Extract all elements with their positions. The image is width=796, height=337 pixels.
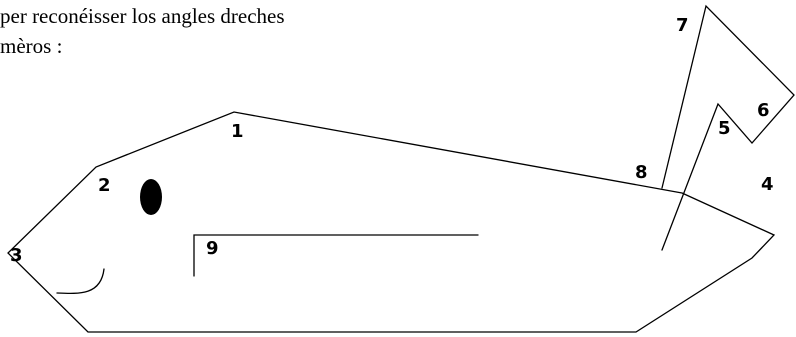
angle-label-8: 8 [635, 162, 648, 183]
instruction-line-1: per reconéisser los angles dreches [0, 4, 285, 28]
angle-label-3: 3 [10, 245, 23, 266]
body-outline [7, 111, 776, 333]
angle-label-9: 9 [206, 238, 219, 259]
angle-label-6: 6 [757, 100, 770, 121]
angle-label-1: 1 [231, 121, 244, 142]
angle-label-7: 7 [676, 15, 689, 36]
angle-label-2: 2 [98, 175, 111, 196]
mouth-curve [56, 268, 105, 295]
instruction-line-2: mèros : [0, 34, 63, 58]
tail-triangle [661, 4, 795, 251]
eye [140, 179, 162, 215]
angle-label-5: 5 [718, 118, 731, 139]
right-angle-mark-9 [193, 234, 479, 277]
angle-label-4: 4 [761, 174, 774, 195]
